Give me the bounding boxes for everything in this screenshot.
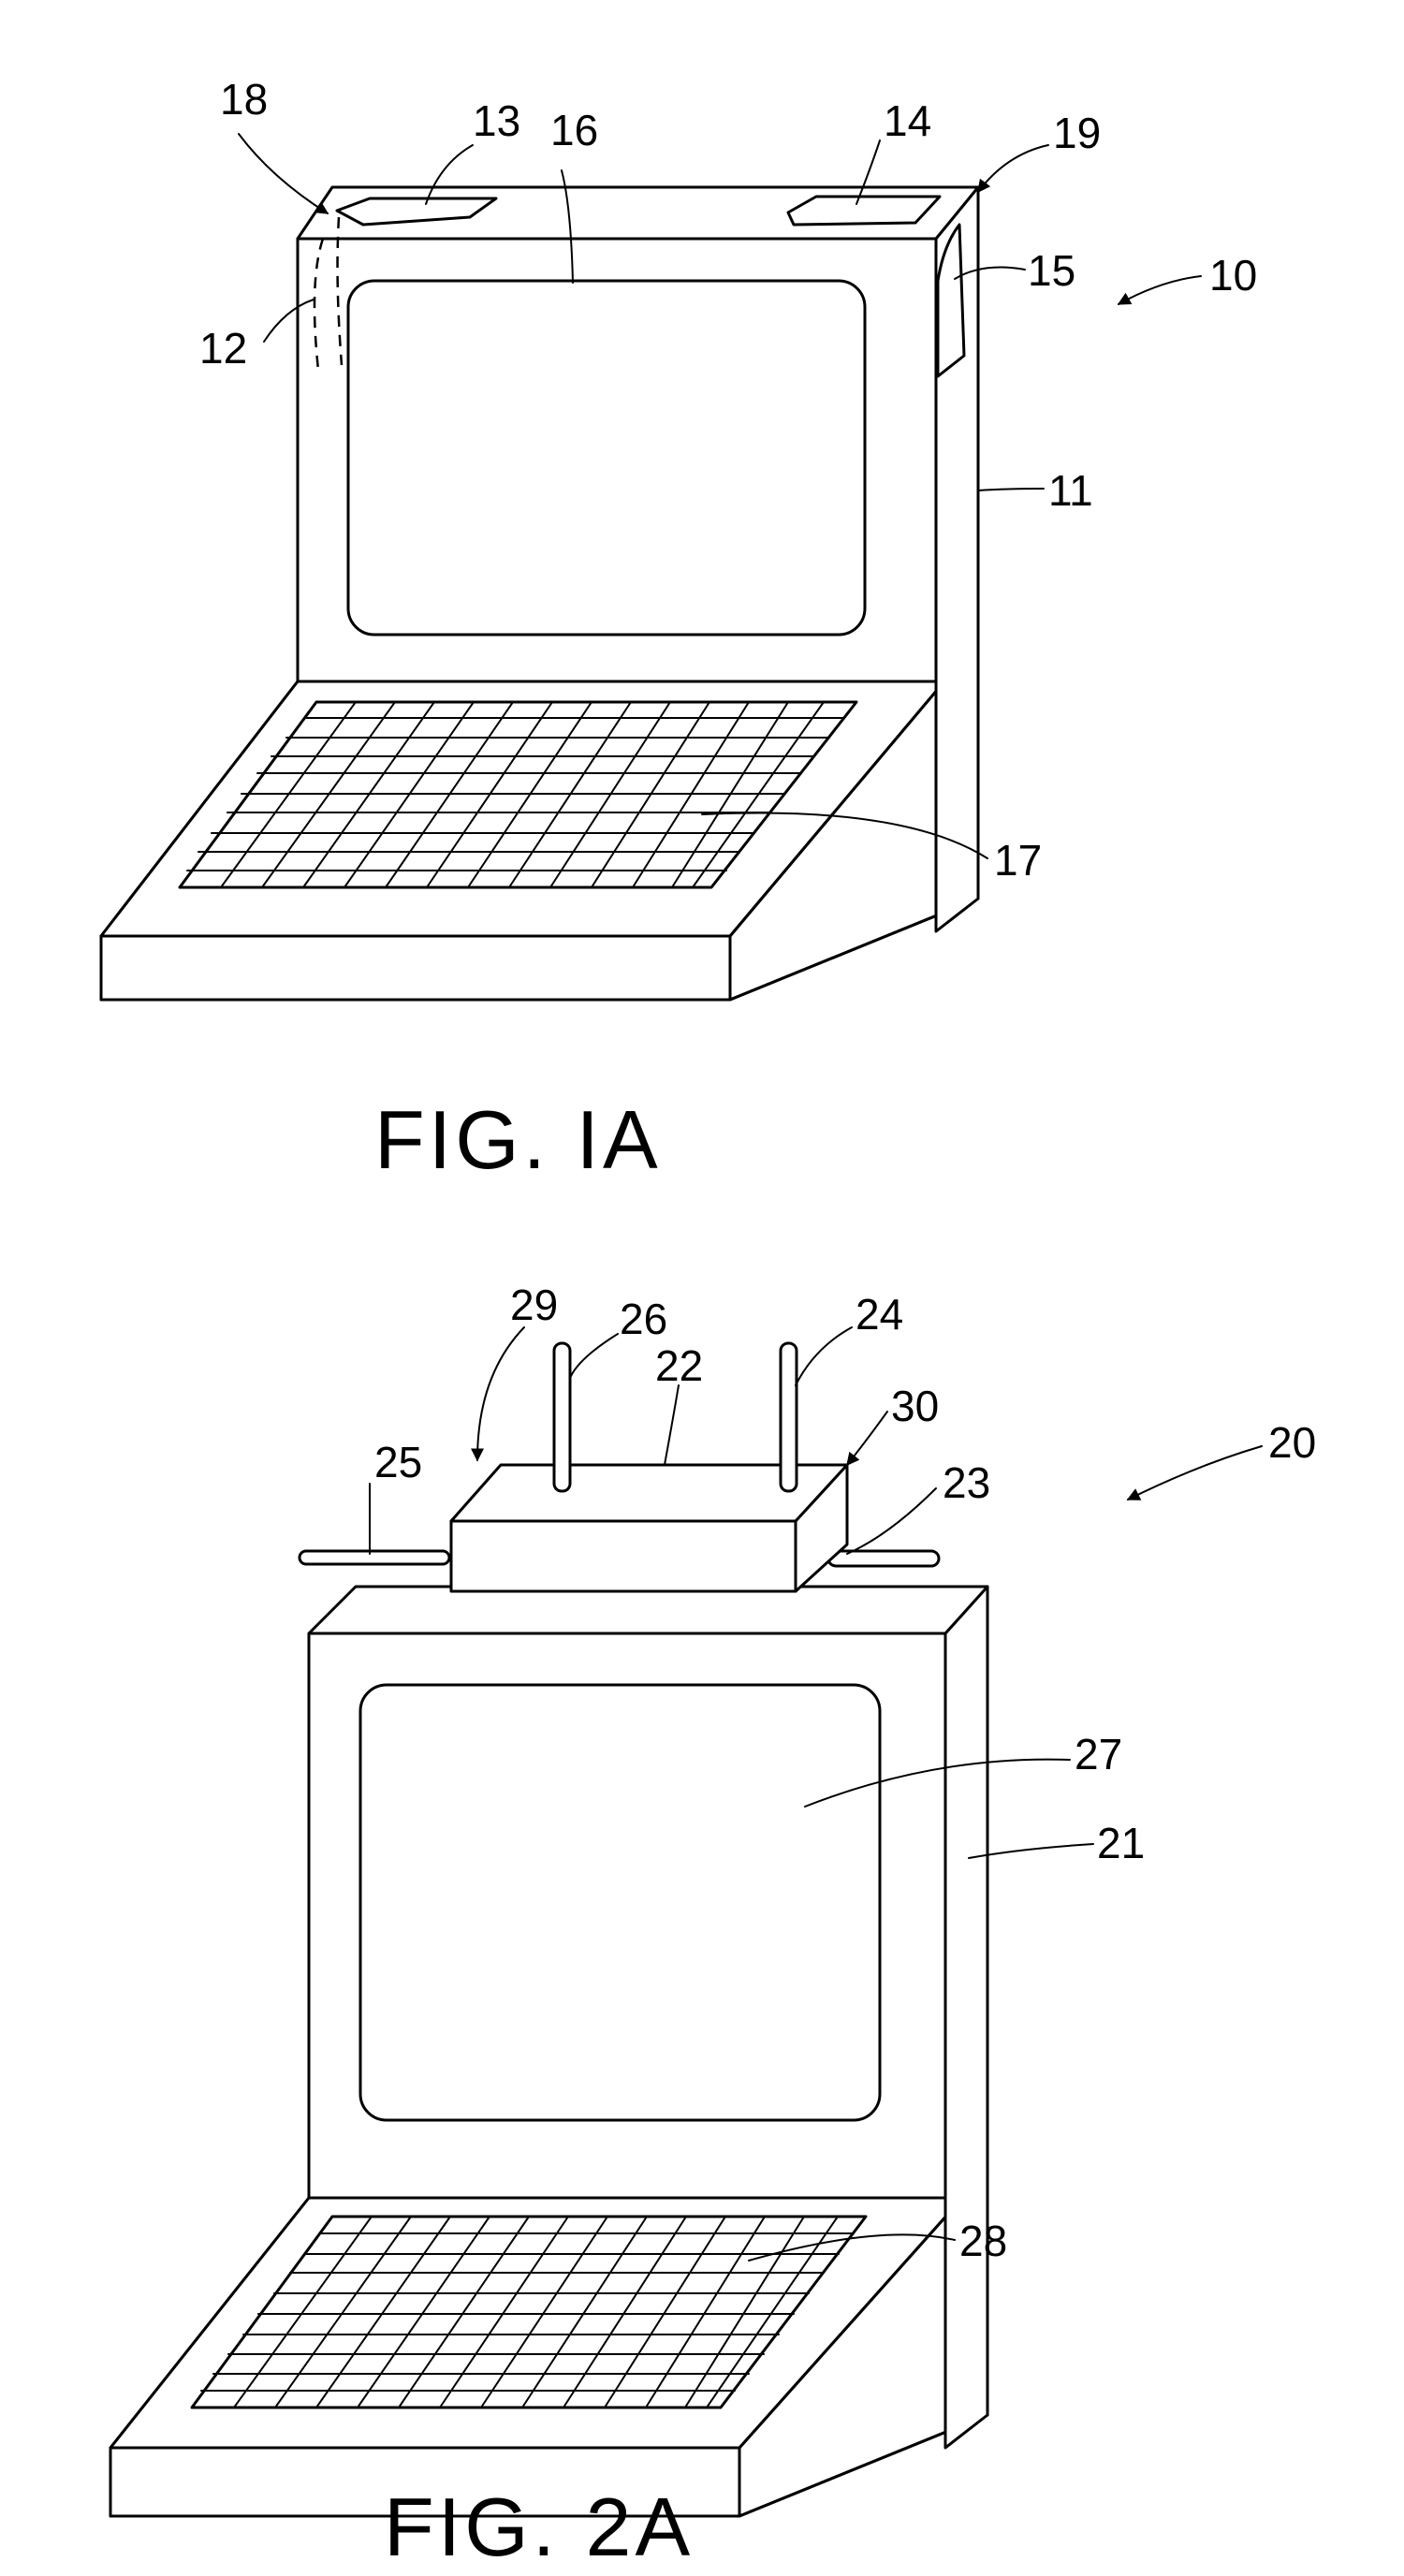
figure-caption-2a: FIG. 2A: [384, 2481, 694, 2573]
ref-20: 20: [1268, 1418, 1316, 1467]
leader-20: [1128, 1446, 1262, 1500]
module-22: [451, 1521, 796, 1591]
top-panel-14: [788, 197, 940, 225]
ref-12: 12: [199, 324, 247, 373]
display-27: [360, 1685, 880, 2120]
ref-19: 19: [1053, 109, 1101, 157]
ref-11: 11: [1048, 466, 1093, 515]
leader-10: [1119, 276, 1201, 304]
laptop-1a: [101, 187, 978, 1000]
leader-19: [978, 145, 1048, 192]
base-front-face: [101, 936, 730, 1000]
housing-side-face-2a: [945, 1587, 987, 2448]
ref-13: 13: [473, 96, 520, 145]
ref-28: 28: [959, 2217, 1007, 2265]
ref-30: 30: [891, 1382, 939, 1430]
ref-24: 24: [856, 1290, 903, 1339]
ref-29: 29: [510, 1281, 558, 1329]
figure-2a: 20 21 22 23 24 25 26 27 28 29 30 FIG. 2A: [110, 1281, 1316, 2573]
leader-24: [796, 1327, 852, 1385]
leader-26: [571, 1334, 618, 1376]
ref-22: 22: [655, 1341, 703, 1390]
ref-23: 23: [943, 1458, 990, 1507]
rod-23: [828, 1551, 939, 1566]
ref-16: 16: [550, 106, 598, 154]
ref-27: 27: [1075, 1730, 1122, 1778]
leader-29: [477, 1327, 524, 1460]
ref-21: 21: [1097, 1819, 1145, 1867]
leader-30: [847, 1412, 887, 1465]
ref-18: 18: [220, 75, 268, 124]
leader-22: [665, 1385, 679, 1465]
antenna-24: [781, 1343, 797, 1491]
ref-25: 25: [374, 1438, 422, 1486]
leader-23: [847, 1488, 936, 1554]
leader-11: [978, 489, 1044, 490]
ref-17: 17: [994, 836, 1042, 885]
leader-18: [239, 134, 328, 213]
antenna-26: [554, 1343, 570, 1491]
housing-top-face-2a: [309, 1587, 987, 1633]
ref-15: 15: [1028, 246, 1075, 295]
rod-25: [300, 1551, 449, 1564]
figure-1a: 10 11 12 13 14 15 16 17 18 19 FIG. IA: [101, 75, 1257, 1186]
display-16: [348, 281, 865, 635]
ref-10: 10: [1209, 251, 1257, 300]
ref-14: 14: [884, 96, 931, 145]
figure-caption-1a: FIG. IA: [374, 1093, 662, 1186]
ref-26: 26: [620, 1295, 667, 1343]
laptop-2a: [110, 1343, 987, 2516]
